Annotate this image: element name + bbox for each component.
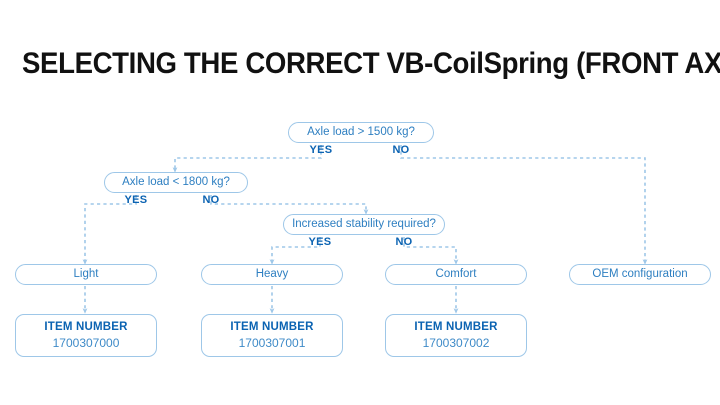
branch-label-d2-yes: YES (124, 194, 148, 206)
item-number-box-heavy[interactable]: ITEM NUMBER 1700307001 (201, 314, 343, 357)
result-label: Comfort (435, 268, 477, 280)
page-title: SELECTING THE CORRECT VB-CoilSpring (FRO… (22, 47, 720, 80)
edge-d2-no (210, 195, 369, 215)
edge-d2-yes (82, 195, 137, 265)
result-label: Light (73, 268, 99, 280)
item-number-box-light[interactable]: ITEM NUMBER 1700307000 (15, 314, 157, 357)
item-number-title: ITEM NUMBER (414, 321, 498, 333)
branch-label-d2-no: NO (202, 194, 220, 206)
item-number-value: 1700307002 (422, 336, 490, 350)
result-node-light[interactable]: Light (15, 264, 157, 285)
branch-label-d3-yes: YES (308, 236, 332, 248)
result-label: OEM configuration (592, 268, 688, 280)
item-number-title: ITEM NUMBER (44, 321, 128, 333)
edge-d3-yes (269, 237, 321, 265)
branch-label-d1-no: NO (392, 144, 410, 156)
edge-d1-no (400, 145, 648, 265)
decision-label: Axle load < 1800 kg? (122, 176, 230, 188)
branch-label-d1-yes: YES (309, 144, 333, 156)
decision-label: Increased stability required? (292, 218, 436, 230)
result-node-heavy[interactable]: Heavy (201, 264, 343, 285)
decision-node-increased-stability[interactable]: Increased stability required? (283, 214, 445, 235)
decision-node-axle-load-1800[interactable]: Axle load < 1800 kg? (104, 172, 248, 193)
edge-d1-yes (172, 145, 322, 173)
result-label: Heavy (255, 268, 289, 280)
item-number-value: 1700307000 (52, 336, 120, 350)
branch-label-d3-no: NO (395, 236, 413, 248)
item-number-value: 1700307001 (238, 336, 306, 350)
result-node-comfort[interactable]: Comfort (385, 264, 527, 285)
result-node-oem[interactable]: OEM configuration (569, 264, 711, 285)
item-number-title: ITEM NUMBER (230, 321, 314, 333)
item-number-box-comfort[interactable]: ITEM NUMBER 1700307002 (385, 314, 527, 357)
decision-node-axle-load-1500[interactable]: Axle load > 1500 kg? (288, 122, 434, 143)
decision-label: Axle load > 1500 kg? (307, 126, 415, 138)
